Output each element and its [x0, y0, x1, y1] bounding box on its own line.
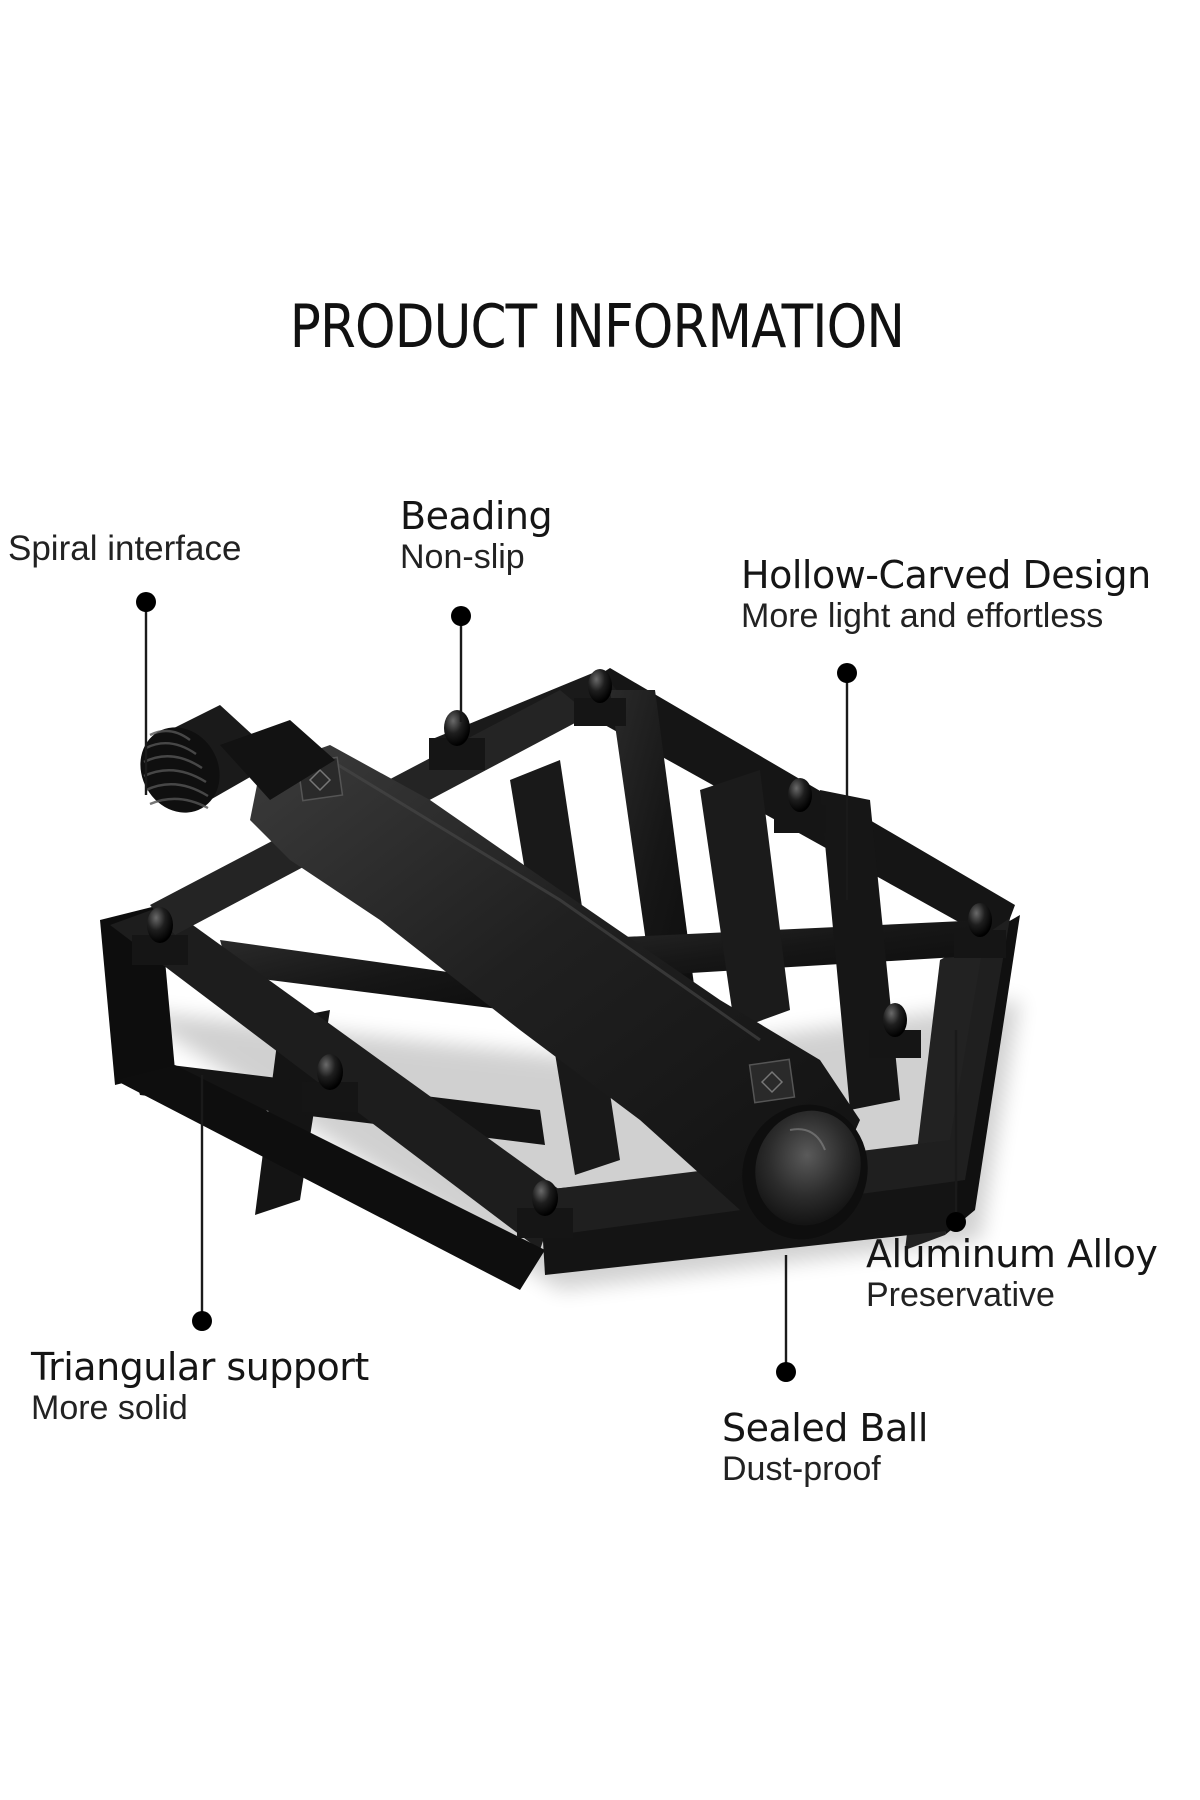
callout-sealed-ball: Sealed Ball Dust-proof [722, 1406, 928, 1488]
callout-dot [776, 1362, 796, 1382]
callout-heading: Beading [400, 494, 553, 538]
callout-aluminum-pointer [946, 1030, 966, 1232]
callout-heading: Triangular support [31, 1345, 369, 1389]
callout-subtext: Non-slip [400, 538, 525, 576]
callout-beading-pointer [451, 606, 471, 722]
pedal-studs [132, 669, 1006, 1238]
callout-triangular-support: Triangular support More solid [31, 1345, 369, 1427]
callout-heading: Hollow-Carved Design [741, 553, 1151, 597]
callout-sealed-pointer [776, 1255, 796, 1382]
page-title: PRODUCT INFORMATION [289, 292, 905, 362]
callout-text: Spiral interface [8, 529, 242, 568]
callout-spiral-interface: Spiral interface [8, 530, 241, 568]
pedal-axle-body [250, 745, 860, 1210]
callout-beading: Beading Non-slip [400, 494, 553, 576]
spindle-thread [140, 705, 335, 813]
callout-dot [192, 1311, 212, 1331]
callout-dot [451, 606, 471, 626]
callout-aluminum-alloy: Aluminum Alloy Preservative [866, 1232, 1158, 1314]
callout-triangular-pointer [192, 1075, 212, 1331]
callout-spiral-pointer [136, 592, 156, 795]
callout-heading: Aluminum Alloy [866, 1232, 1158, 1276]
callout-subtext: Dust-proof [722, 1450, 881, 1488]
callout-subtext: Preservative [866, 1276, 1055, 1314]
callout-dot [136, 592, 156, 612]
callout-hollow-pointer [837, 663, 857, 900]
callout-subtext: More solid [31, 1389, 188, 1427]
callout-dot [837, 663, 857, 683]
sealed-ball-cap [742, 1104, 868, 1240]
callout-heading: Sealed Ball [722, 1406, 928, 1450]
callout-subtext: More light and effortless [741, 597, 1104, 635]
callout-hollow-carved-design: Hollow-Carved Design More light and effo… [741, 553, 1151, 635]
callout-dot [946, 1212, 966, 1232]
